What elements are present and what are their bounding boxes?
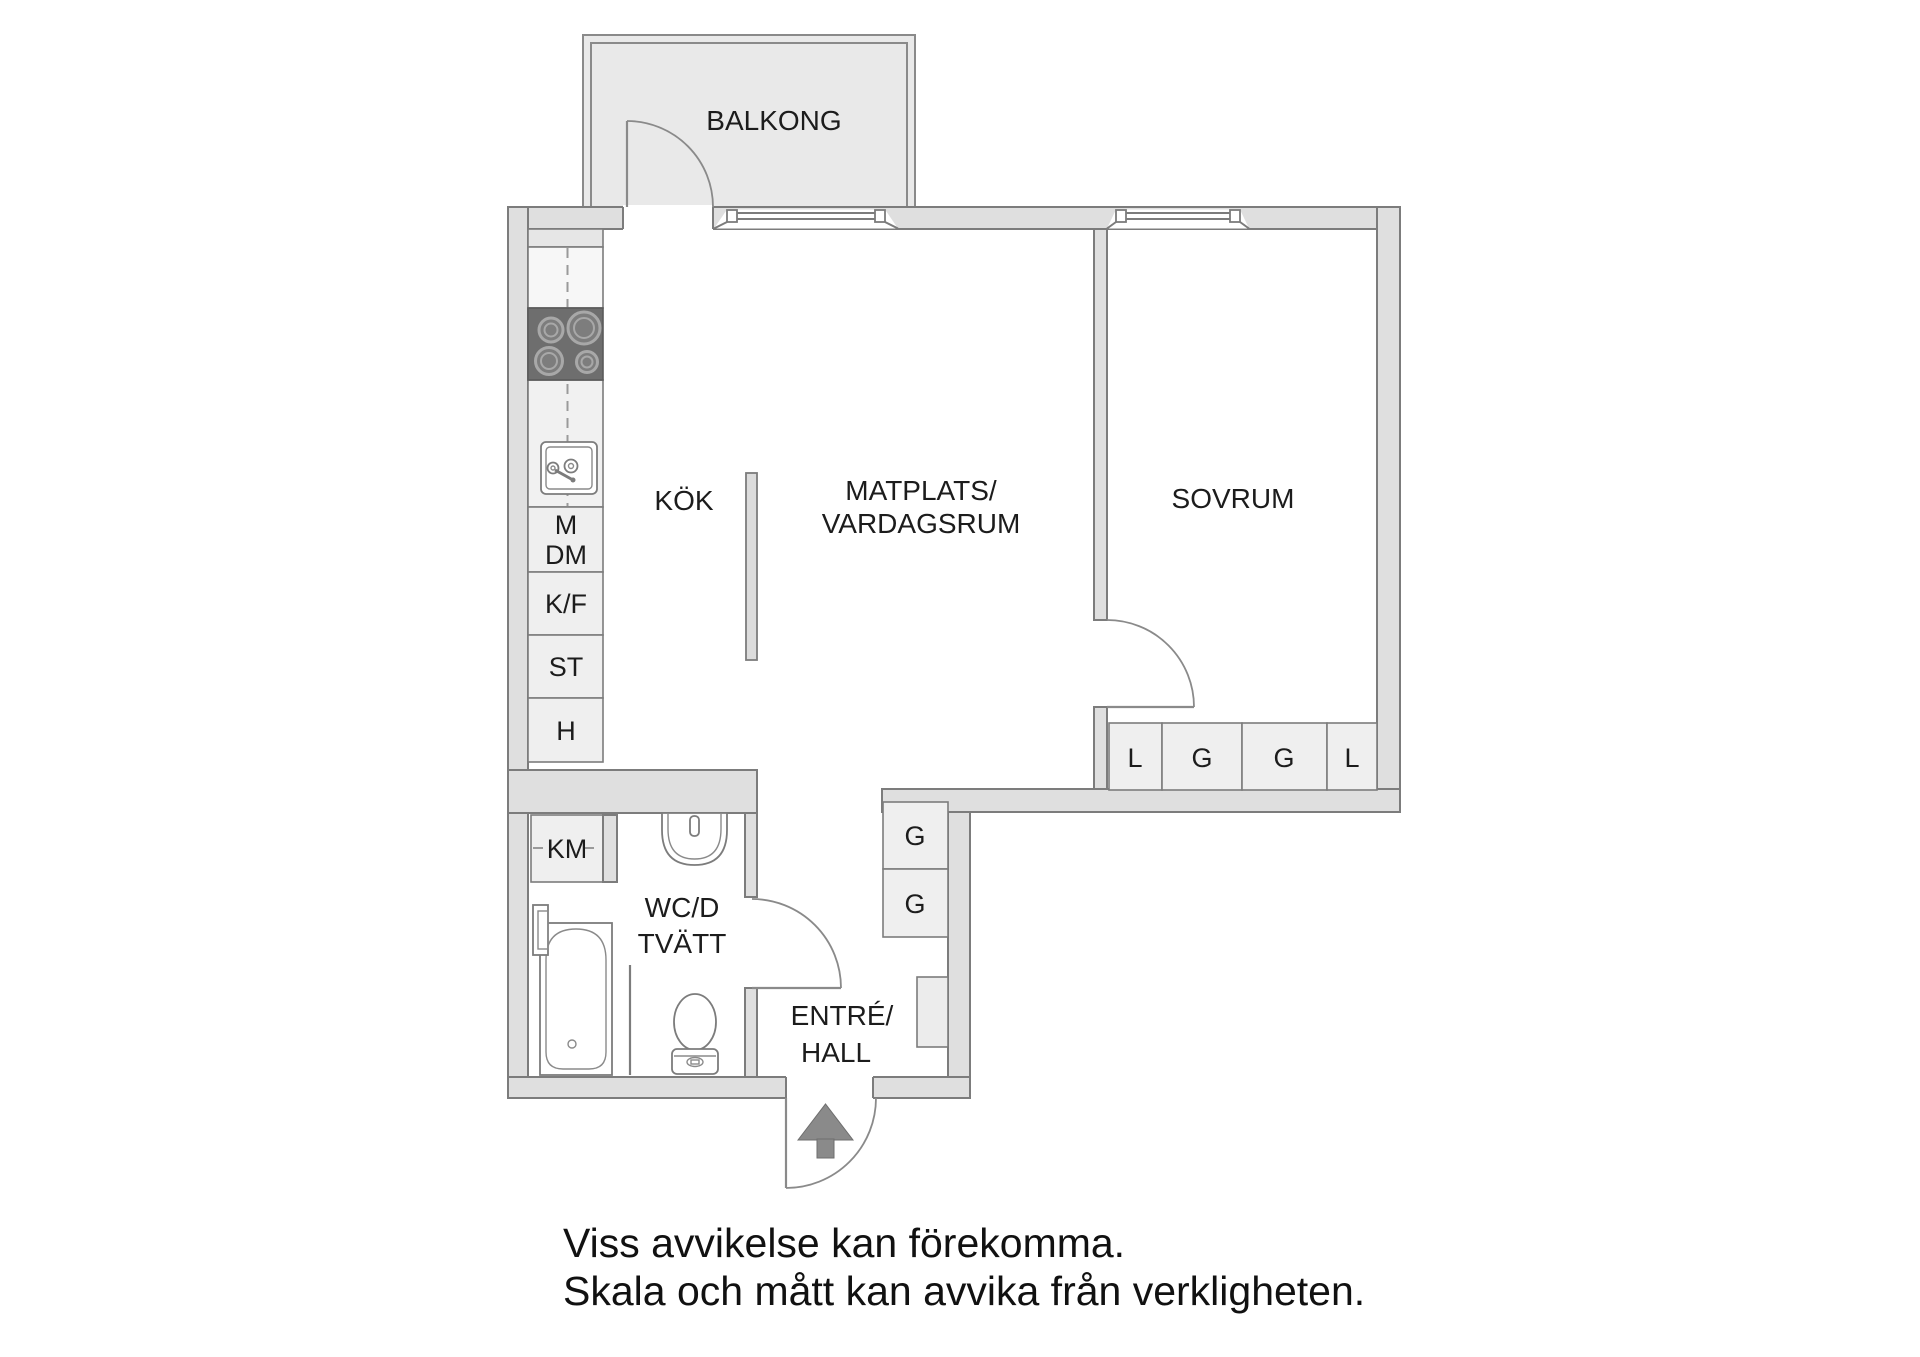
bedroom-door bbox=[1106, 619, 1195, 709]
entry-door-opening bbox=[786, 1075, 873, 1100]
hall-cabinet-label-g1: G bbox=[904, 821, 925, 851]
wall-hall-east bbox=[947, 811, 971, 1099]
wall-bathroom-east-lower bbox=[744, 987, 758, 1078]
living-room-divider-wall bbox=[745, 472, 758, 661]
living-room-window bbox=[713, 209, 899, 230]
labels: BALKONG KÖK MATPLATS/ VARDAGSRUM SOVRUM … bbox=[545, 105, 1360, 1068]
cabinet-label-st: ST bbox=[549, 652, 584, 682]
bedroom-closet-label-g1: G bbox=[1191, 743, 1212, 773]
toilet-icon bbox=[671, 993, 719, 1075]
window-splay-line bbox=[1239, 221, 1250, 230]
bathroom-label-line2: TVÄTT bbox=[638, 928, 727, 959]
cabinet-h bbox=[527, 697, 604, 763]
entry-arrow-icon bbox=[796, 1103, 855, 1159]
bedroom-closet-g1 bbox=[1161, 722, 1243, 791]
wall-bedroom-partition bbox=[1093, 228, 1108, 621]
washbasin-icon bbox=[661, 812, 728, 866]
window-splay-line bbox=[713, 221, 728, 230]
entry-door bbox=[784, 1097, 877, 1189]
cabinet-label-kf: K/F bbox=[545, 589, 587, 619]
wall-south-of-livingroom bbox=[881, 788, 1401, 813]
bathroom-label-line1: WC/D bbox=[645, 892, 720, 923]
disclaimer-line2: Skala och mått kan avvika från verklighe… bbox=[563, 1268, 1365, 1314]
wall-left bbox=[507, 206, 529, 1099]
balcony-door bbox=[625, 120, 714, 208]
stove-icon bbox=[527, 307, 604, 381]
hall-cabinet-g1 bbox=[882, 801, 949, 870]
hall-cabinet-label-g2: G bbox=[904, 889, 925, 919]
counter-cell bbox=[527, 246, 604, 309]
cabinet-kf bbox=[527, 571, 604, 636]
washer-label-km: KM bbox=[547, 834, 588, 864]
bedroom-closets bbox=[1108, 722, 1378, 791]
counter-cell bbox=[527, 228, 604, 248]
cabinet-m-dm bbox=[527, 506, 604, 573]
bathtub-icon bbox=[539, 922, 613, 1076]
washing-machine-side-wall bbox=[602, 814, 618, 883]
window-splay-line bbox=[884, 221, 899, 230]
kitchen-counter bbox=[527, 228, 604, 763]
walls bbox=[507, 206, 1401, 1099]
window-end-cap bbox=[1115, 209, 1127, 223]
disclaimer: Viss avvikelse kan förekomma. Skala och … bbox=[563, 1220, 1365, 1314]
window-end-cap bbox=[1229, 209, 1241, 223]
balcony-room bbox=[582, 34, 916, 212]
hall-label-line2: HALL bbox=[801, 1037, 871, 1068]
bedroom-closet-g2 bbox=[1241, 722, 1328, 791]
wall-bottom bbox=[507, 1076, 971, 1099]
hall-cabinets bbox=[882, 801, 949, 1048]
kitchen-sink-icon bbox=[540, 441, 598, 495]
bedroom-closet-label-g2: G bbox=[1273, 743, 1294, 773]
bedroom-label: SOVRUM bbox=[1172, 483, 1295, 514]
living-room-label-line2: VARDAGSRUM bbox=[822, 508, 1021, 539]
bedroom-closet-label-l1: L bbox=[1127, 743, 1142, 773]
balcony-label: BALKONG bbox=[706, 105, 841, 136]
hall-cabinet-g2 bbox=[882, 868, 949, 938]
doors bbox=[625, 120, 1195, 1189]
hall-niche bbox=[916, 976, 949, 1048]
mixer-fixture-icon bbox=[532, 904, 549, 956]
kitchen-label: KÖK bbox=[654, 485, 713, 516]
window-end-cap bbox=[874, 209, 886, 223]
window-end-cap bbox=[726, 209, 738, 223]
wall-bathroom-east-upper bbox=[744, 812, 758, 898]
wall-right bbox=[1376, 206, 1401, 813]
bathroom-door bbox=[751, 898, 842, 990]
balcony-door-opening bbox=[623, 205, 713, 231]
bathroom bbox=[530, 812, 728, 1076]
wall-openings bbox=[622, 205, 1249, 1100]
cabinet-label-dm: DM bbox=[545, 540, 587, 570]
bedroom-closet-l2 bbox=[1326, 722, 1378, 791]
disclaimer-line1: Viss avvikelse kan förekomma. bbox=[563, 1220, 1125, 1266]
living-room-label-line1: MATPLATS/ bbox=[845, 475, 997, 506]
window-splay-line bbox=[1106, 221, 1117, 230]
bedroom-closet-l1 bbox=[1108, 722, 1163, 791]
cabinet-st bbox=[527, 634, 604, 699]
wall-bedroom-partition-stub bbox=[1093, 706, 1108, 790]
balcony-inner-wall bbox=[590, 42, 908, 212]
bedroom-closet-label-l2: L bbox=[1344, 743, 1359, 773]
bedroom-window bbox=[1106, 209, 1250, 230]
cabinet-label-h: H bbox=[556, 716, 576, 746]
cabinet-label-m: M bbox=[555, 510, 578, 540]
hall-label-line1: ENTRÉ/ bbox=[791, 1000, 894, 1031]
wall-kitchen-bathroom bbox=[507, 769, 758, 814]
